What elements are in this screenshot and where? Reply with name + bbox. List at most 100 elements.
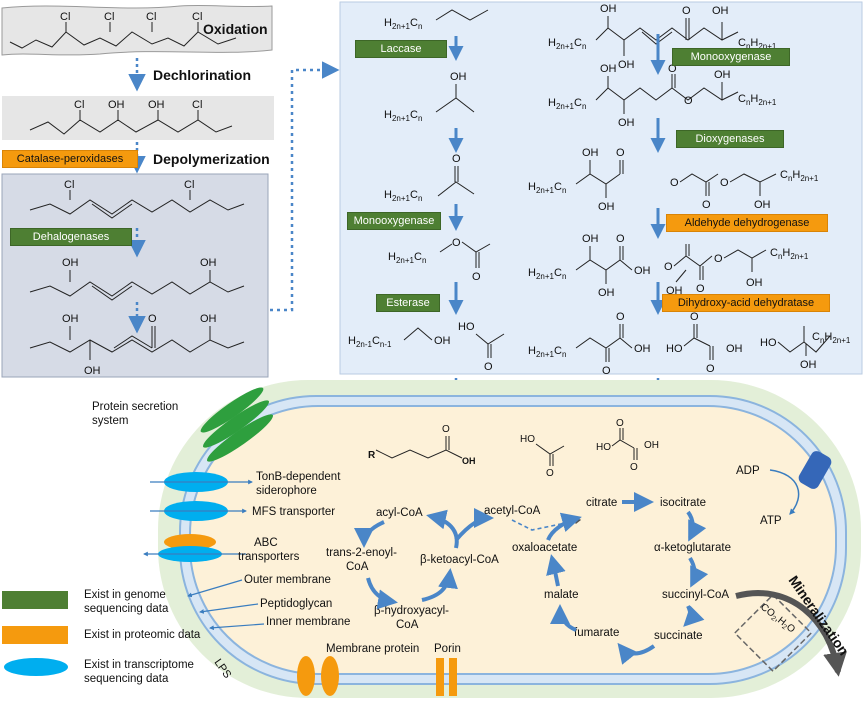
arrow-ketoacyl-to-acyl bbox=[426, 509, 459, 549]
sub: n bbox=[582, 102, 586, 111]
pvc-polymer-image bbox=[1, 4, 273, 56]
atp-synthase-icon bbox=[798, 451, 832, 489]
arrow-acyl-to-enoyl bbox=[354, 520, 385, 548]
right-pathway: H2n+1Cn OH OH O OH CnH2n+1 H2n+1Cn OH OH… bbox=[528, 3, 851, 377]
sub: n bbox=[418, 22, 422, 31]
legend-line: sequencing data bbox=[84, 673, 169, 685]
inner-membrane bbox=[189, 405, 837, 675]
o-atom: O bbox=[484, 361, 493, 373]
oh-group: OH bbox=[618, 59, 635, 71]
atp-synthase: ADP ATP bbox=[736, 451, 832, 527]
sub: n bbox=[418, 114, 422, 123]
ho-group: HO bbox=[666, 343, 683, 355]
oh-group: OH bbox=[200, 257, 217, 269]
metabolite-trans-enoyl-coa: trans-2-enoyl-CoA bbox=[326, 547, 397, 573]
arrow-ketoacyl-to-acetyl bbox=[454, 508, 494, 542]
oh-group: OH bbox=[62, 313, 79, 325]
alkane: H2n+1Cn bbox=[384, 17, 422, 31]
pvc-chain bbox=[9, 31, 237, 49]
cell-substrates: R O OH HO O HO O O OH bbox=[368, 418, 659, 479]
o-atom: O bbox=[706, 363, 715, 375]
oh-group: OH bbox=[600, 3, 617, 15]
oh-group: OH bbox=[582, 147, 599, 159]
sub: 2n+1 bbox=[536, 350, 555, 359]
o-atom: O bbox=[664, 261, 673, 273]
inner-membrane-label: Inner membrane bbox=[266, 616, 350, 628]
o-atom: O bbox=[616, 311, 625, 323]
co2-h2o-box bbox=[733, 593, 813, 673]
o-atom: O bbox=[696, 283, 705, 295]
cl-atom: Cl bbox=[104, 11, 114, 23]
step-oxidation: Oxidation bbox=[203, 21, 268, 37]
metabolite-ketoglutarate: α-ketoglutarate bbox=[654, 542, 731, 554]
legend-line: sequencing data bbox=[84, 603, 169, 615]
line: TonB-dependent bbox=[256, 471, 341, 483]
enzyme-esterase: Esterase bbox=[376, 294, 440, 312]
c: C bbox=[554, 267, 562, 279]
c: C bbox=[554, 345, 562, 357]
metabolite-ketoacyl-coa: β-ketoacyl-CoA bbox=[420, 554, 499, 566]
membrane-labels: Outer membrane Peptidoglycan Inner membr… bbox=[187, 574, 350, 681]
sub: 2n+1 bbox=[758, 98, 777, 107]
outer-membrane-label: Outer membrane bbox=[244, 574, 331, 586]
oh-group: OH bbox=[450, 71, 467, 83]
sub: 2n+1 bbox=[790, 252, 809, 261]
arrow-ketoglutarate-succinyl bbox=[688, 556, 709, 588]
sub: 2n+1 bbox=[392, 22, 411, 31]
legend-swatch-genome bbox=[2, 591, 68, 609]
oh-group: OH bbox=[108, 99, 125, 111]
sub: n bbox=[746, 98, 750, 107]
metabolite-isocitrate: isocitrate bbox=[660, 497, 706, 509]
cl-atom: Cl bbox=[192, 11, 202, 23]
oh-group: OH bbox=[200, 313, 217, 325]
porin-icon bbox=[449, 658, 457, 696]
oh-group: OH bbox=[148, 99, 165, 111]
dechlorinated-polymer: Cl OH OH Cl bbox=[2, 96, 274, 140]
arrow-oxaloacetate-citrate bbox=[546, 512, 582, 541]
tca-cycle: acetyl-CoA citrate isocitrate α-ketoglut… bbox=[484, 492, 731, 665]
oh-group: OH bbox=[726, 343, 743, 355]
oh-group: OH bbox=[634, 343, 651, 355]
arrow-malate-oxaloacetate bbox=[546, 554, 566, 587]
membrane-protein-icon bbox=[297, 656, 315, 696]
cl-atom: Cl bbox=[60, 11, 70, 23]
o-atom: O bbox=[602, 365, 611, 377]
c: C bbox=[554, 181, 562, 193]
o-atom: O bbox=[148, 313, 157, 325]
h: H bbox=[792, 169, 800, 181]
c: C bbox=[574, 97, 582, 109]
depolymerized-panel: Cl Cl OH OH OH OH O OH bbox=[1, 173, 269, 378]
enzyme-laccase: Laccase bbox=[355, 40, 447, 58]
o-atom: O bbox=[616, 147, 625, 159]
line: transporters bbox=[238, 551, 300, 563]
h: H bbox=[782, 247, 790, 259]
c: C bbox=[410, 109, 418, 121]
sub: 2 bbox=[769, 615, 776, 623]
metabolite-fumarate: fumarate bbox=[574, 627, 619, 639]
metabolite-oxaloacetate: oxaloacetate bbox=[512, 542, 577, 554]
legend-text-genome: Exist in genome sequencing data bbox=[84, 588, 168, 616]
oh-group: OH bbox=[598, 201, 615, 213]
sub: 2n+1 bbox=[536, 272, 555, 281]
enzyme-monooxygenase-left: Monooxygenase bbox=[347, 212, 441, 230]
arrow-to-degradation-panel bbox=[270, 61, 340, 312]
arrow-succinyl-succinate bbox=[683, 605, 705, 627]
sub: 2n+1 bbox=[800, 174, 819, 183]
arrow-fumarate-malate bbox=[550, 604, 577, 632]
c: C bbox=[372, 335, 380, 347]
membrane-protein-icon bbox=[321, 656, 339, 696]
oh-group: OH bbox=[800, 359, 817, 371]
o-atom: O bbox=[630, 462, 638, 473]
line: trans-2-enoyl- bbox=[326, 547, 397, 559]
sub: n bbox=[562, 186, 566, 195]
metabolite-citrate: citrate bbox=[586, 497, 617, 509]
sub: 2n+1 bbox=[556, 102, 575, 111]
line: CoA bbox=[396, 619, 419, 631]
sub: n bbox=[788, 174, 792, 183]
arrow-succinate-fumarate bbox=[617, 642, 656, 665]
ho-group: HO bbox=[458, 321, 475, 333]
oh-group: OH bbox=[618, 117, 635, 129]
